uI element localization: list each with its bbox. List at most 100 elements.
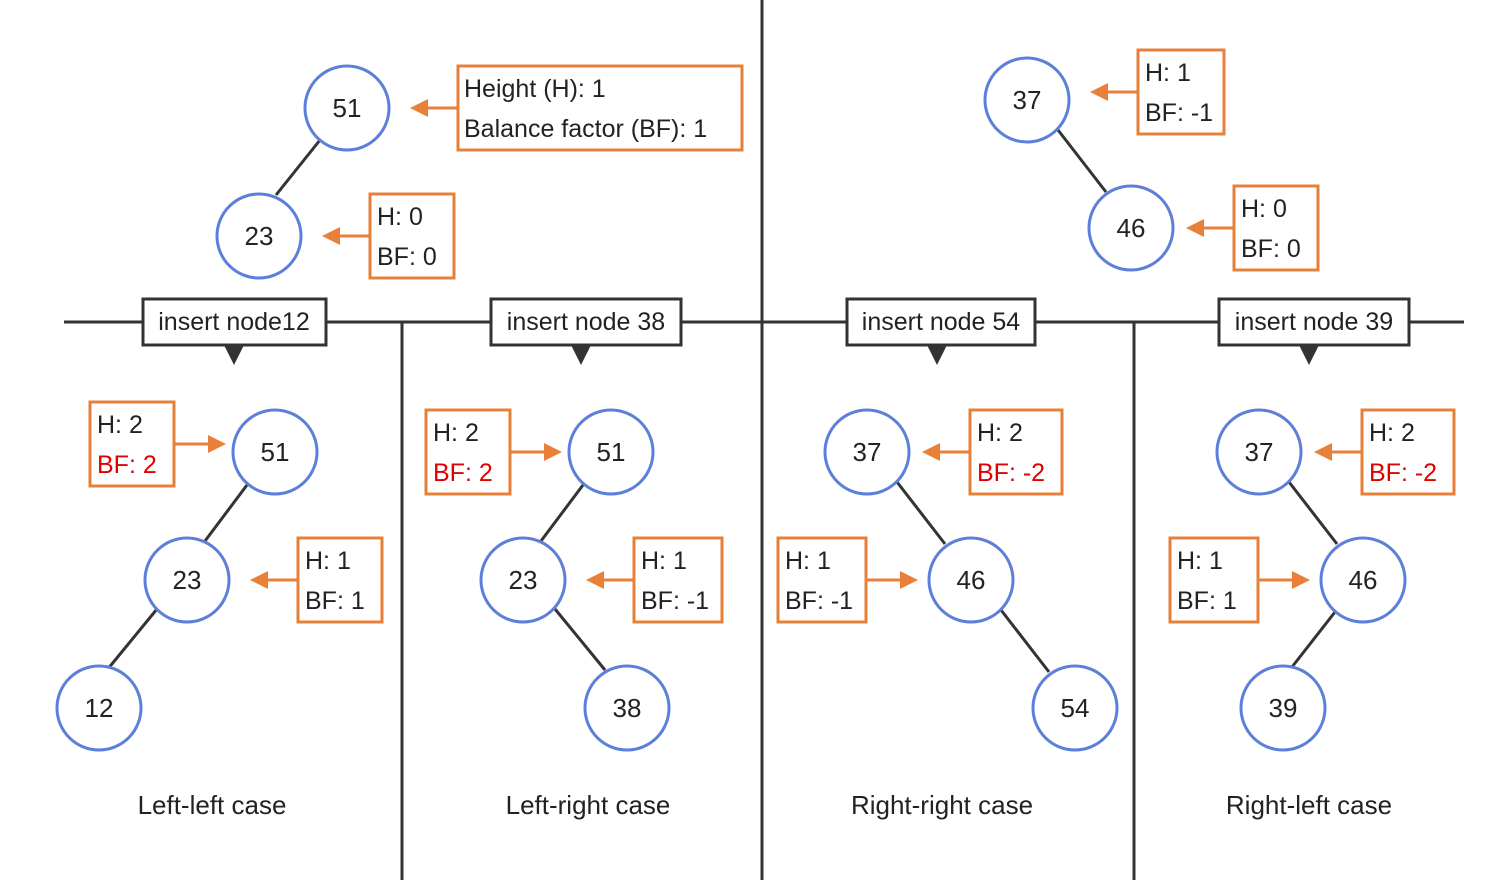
insert-label-text: insert node 39 xyxy=(1235,308,1393,336)
balance-factor-text: BF: 2 xyxy=(433,459,493,487)
caret-down-icon xyxy=(571,345,591,365)
tree-node: 38 xyxy=(583,664,671,752)
tree-node: 37 xyxy=(983,56,1071,144)
arrow-left-icon xyxy=(922,443,940,461)
info-box-mid: H: 1 BF: -1 xyxy=(586,536,724,624)
insert-label-rr: insert node 54 xyxy=(845,297,1037,365)
insert-label-text: insert node12 xyxy=(158,308,310,336)
node-label: 12 xyxy=(85,693,114,723)
balance-factor-text: BF: 0 xyxy=(1241,235,1301,263)
tree-edge xyxy=(1056,129,1108,193)
insert-label-text: insert node 38 xyxy=(507,308,665,336)
info-box-mid: H: 1 BF: -1 xyxy=(776,536,918,624)
info-box-mid: H: 1 BF: 1 xyxy=(1168,536,1310,624)
tree-node: 54 xyxy=(1031,664,1119,752)
node-label: 39 xyxy=(1269,693,1298,723)
node-label: 37 xyxy=(1245,437,1274,467)
height-text: H: 2 xyxy=(1369,419,1415,447)
case-right-left: 37 46 39 H: 2 BF: -2 H: 1 BF: 1 Right-le… xyxy=(1168,408,1456,820)
height-text: H: 1 xyxy=(785,547,831,575)
arrow-left-icon xyxy=(1090,83,1108,101)
height-text: H: 2 xyxy=(97,411,143,439)
insert-label-text: insert node 54 xyxy=(862,308,1021,336)
node-label: 46 xyxy=(957,565,986,595)
arrow-right-icon xyxy=(1292,571,1310,589)
tree-edge xyxy=(1290,611,1337,668)
tree-edge xyxy=(539,484,585,542)
tree-edge xyxy=(1287,481,1339,545)
arrow-left-icon xyxy=(410,99,428,117)
caret-down-icon xyxy=(927,345,947,365)
tree-node: 46 xyxy=(927,536,1015,624)
caret-down-icon xyxy=(224,345,244,365)
insert-label-rl: insert node 39 xyxy=(1217,297,1411,365)
balance-factor-text: BF: 1 xyxy=(305,587,365,615)
balance-factor-text: BF: 2 xyxy=(97,451,157,479)
balance-factor-text: BF: 0 xyxy=(377,243,437,271)
balance-factor-text: BF: 1 xyxy=(1177,587,1237,615)
arrow-left-icon xyxy=(322,227,340,245)
tree-node: 23 xyxy=(479,536,567,624)
height-text: Height (H): 1 xyxy=(464,75,606,103)
balance-factor-text: BF: -1 xyxy=(641,587,709,615)
top-right-tree: 37 46 H: 1 BF: -1 H: 0 BF: 0 xyxy=(983,48,1320,272)
top-left-tree: 51 23 Height (H): 1 Balance factor (BF):… xyxy=(215,64,744,280)
height-text: H: 0 xyxy=(377,203,423,231)
height-text: H: 2 xyxy=(977,419,1023,447)
arrow-left-icon xyxy=(1186,219,1204,237)
insert-label-ll: insert node12 xyxy=(141,297,328,365)
tree-edge xyxy=(203,484,249,542)
node-label: 51 xyxy=(333,93,362,123)
node-label: 37 xyxy=(853,437,882,467)
arrow-left-icon xyxy=(1314,443,1332,461)
height-text: H: 0 xyxy=(1241,195,1287,223)
height-text: H: 1 xyxy=(1145,59,1191,87)
balance-factor-text: Balance factor (BF): 1 xyxy=(464,115,707,143)
info-box-root: H: 1 BF: -1 xyxy=(1090,48,1226,136)
arrow-right-icon xyxy=(544,443,562,461)
case-left-right: 51 23 38 H: 2 BF: 2 H: 1 BF: -1 Left-rig… xyxy=(424,408,724,820)
node-label: 23 xyxy=(173,565,202,595)
tree-node: 46 xyxy=(1087,184,1175,272)
tree-node: 39 xyxy=(1239,664,1327,752)
node-label: 38 xyxy=(613,693,642,723)
arrow-left-icon xyxy=(586,571,604,589)
tree-node: 37 xyxy=(823,408,911,496)
tree-edge xyxy=(105,608,159,671)
tree-node: 46 xyxy=(1319,536,1407,624)
info-box-child: H: 0 BF: 0 xyxy=(322,192,456,280)
arrow-right-icon xyxy=(208,435,226,453)
tree-node: 12 xyxy=(55,664,143,752)
case-title: Left-right case xyxy=(506,790,671,820)
tree-edge xyxy=(553,608,607,671)
balance-factor-text: BF: -2 xyxy=(977,459,1045,487)
node-label: 54 xyxy=(1061,693,1090,723)
tree-node: 51 xyxy=(567,408,655,496)
height-text: H: 1 xyxy=(641,547,687,575)
balance-factor-text: BF: -1 xyxy=(1145,99,1213,127)
arrow-left-icon xyxy=(250,571,268,589)
arrow-right-icon xyxy=(900,571,918,589)
info-box-child: H: 0 BF: 0 xyxy=(1186,184,1320,272)
balance-factor-text: BF: -2 xyxy=(1369,459,1437,487)
tree-edge xyxy=(895,481,947,545)
node-label: 46 xyxy=(1117,213,1146,243)
tree-edge xyxy=(274,139,322,196)
info-box-root: H: 2 BF: -2 xyxy=(1314,408,1456,496)
insert-label-lr: insert node 38 xyxy=(489,297,683,365)
height-text: H: 1 xyxy=(305,547,351,575)
node-label: 23 xyxy=(245,221,274,251)
info-box-root: H: 2 BF: 2 xyxy=(424,408,562,496)
node-label: 37 xyxy=(1013,85,1042,115)
node-label: 23 xyxy=(509,565,538,595)
tree-node: 51 xyxy=(303,64,391,152)
height-text: H: 1 xyxy=(1177,547,1223,575)
tree-edge xyxy=(999,609,1051,673)
tree-node: 51 xyxy=(231,408,319,496)
node-label: 46 xyxy=(1349,565,1378,595)
node-label: 51 xyxy=(597,437,626,467)
caret-down-icon xyxy=(1299,345,1319,365)
info-box-root: H: 2 BF: 2 xyxy=(88,400,226,488)
info-box-mid: H: 1 BF: 1 xyxy=(250,536,384,624)
tree-node: 23 xyxy=(143,536,231,624)
